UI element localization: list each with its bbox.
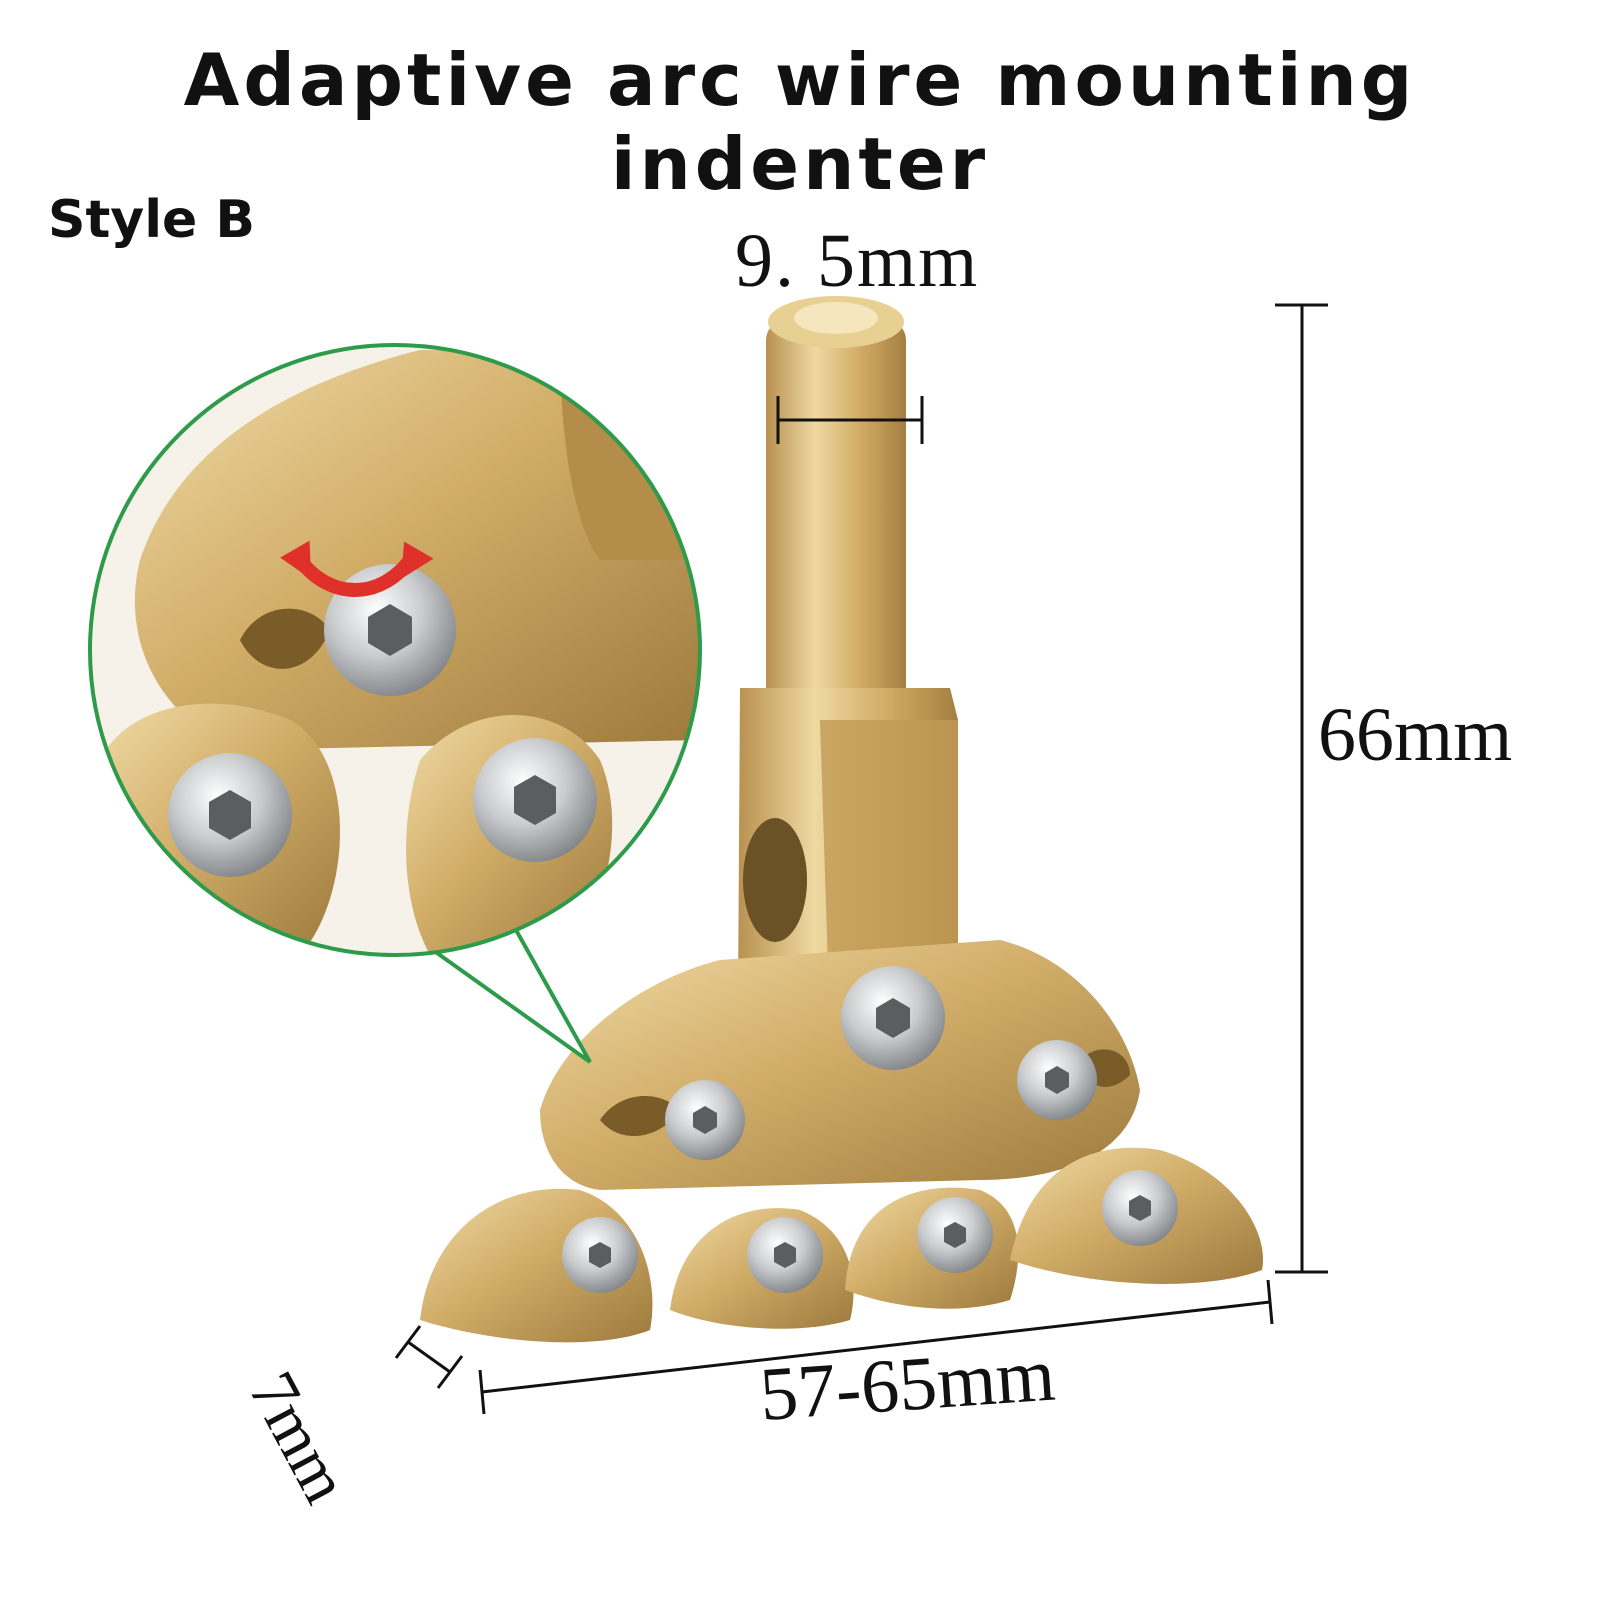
shaft-dimension-line bbox=[776, 396, 924, 444]
curved-double-arrow-icon bbox=[280, 540, 434, 597]
screws bbox=[562, 966, 1178, 1293]
screw-icon bbox=[473, 738, 597, 862]
style-label: Style B bbox=[48, 190, 256, 250]
shaft bbox=[766, 296, 906, 720]
page-title: Adaptive arc wire mounting indenter bbox=[183, 38, 1417, 206]
width-dimension-line bbox=[478, 1279, 1274, 1415]
height-label: 66mm bbox=[1318, 693, 1513, 777]
shaft-diameter-label: 9. 5mm bbox=[735, 219, 980, 303]
screw-icon bbox=[917, 1197, 993, 1273]
screw-icon bbox=[841, 966, 945, 1070]
depth-dimension-line bbox=[394, 1325, 464, 1389]
screw-icon bbox=[665, 1080, 745, 1160]
screw-icon bbox=[1017, 1040, 1097, 1120]
screw-icon bbox=[1102, 1170, 1178, 1246]
screw-icon bbox=[324, 564, 456, 696]
screw-icon bbox=[168, 753, 292, 877]
screw-icon bbox=[562, 1217, 638, 1293]
zoom-callout bbox=[88, 343, 702, 1064]
height-dimension-line bbox=[1275, 303, 1328, 1274]
screw-icon bbox=[747, 1217, 823, 1293]
